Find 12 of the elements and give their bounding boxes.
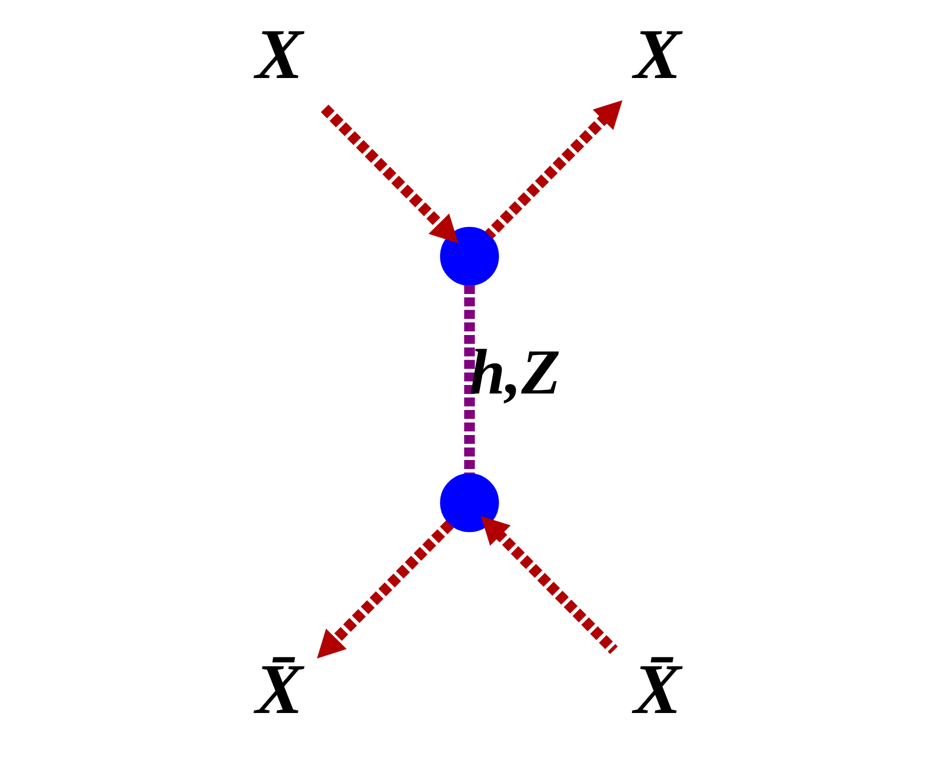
node-circle: [440, 473, 498, 532]
node-circle: [440, 226, 498, 286]
arrow: [484, 100, 622, 239]
connector: [464, 285, 474, 474]
edge-label: h,Z: [469, 336, 560, 408]
arrow: [480, 516, 618, 654]
node-text: X: [254, 14, 302, 94]
arrow: [320, 104, 458, 244]
arrow: [316, 520, 454, 658]
node-text: X: [633, 14, 681, 94]
node-text: X̄: [633, 650, 681, 730]
node-text: X̄: [254, 650, 302, 730]
